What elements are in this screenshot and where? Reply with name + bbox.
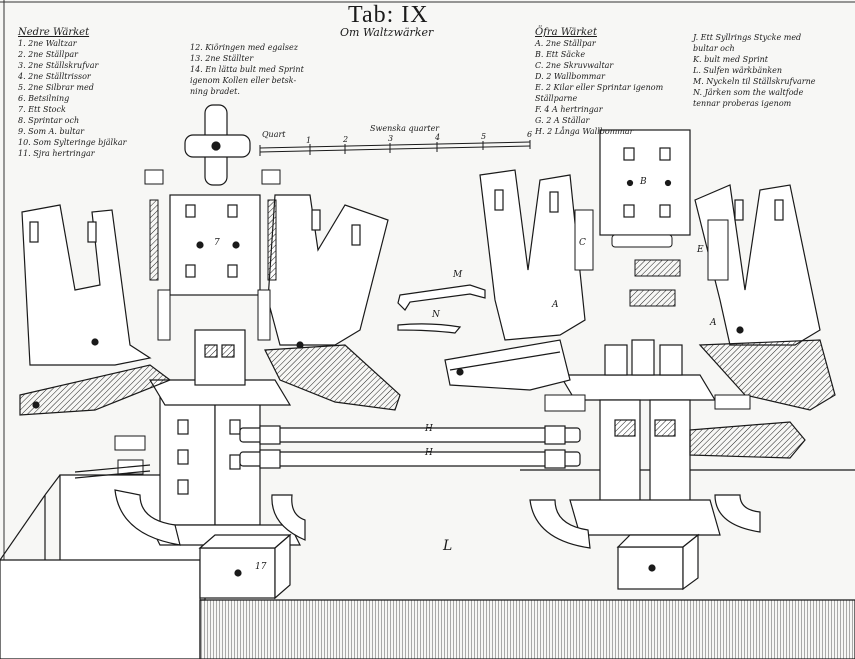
chock-plate-7 [169, 194, 261, 296]
right-frame-piece-a-right [694, 184, 836, 411]
mark-a-right: A [710, 318, 717, 328]
scale-label-left: Quart [262, 130, 286, 139]
legend-item: ning bradet. [190, 87, 240, 96]
legend-item: 14. En lätta bult med Sprint [190, 65, 304, 74]
right-frame-piece-a-center [444, 169, 586, 391]
curved-guides [114, 489, 761, 549]
upper-works-housing [558, 339, 721, 536]
legend-item: D. 2 Wallbommar [535, 72, 605, 81]
work-bench [0, 469, 855, 659]
legend-item: 4. 2ne Ställtrissor [18, 72, 91, 81]
legend-item: 5. 2ne Silbrar med [18, 83, 94, 92]
legend-item: 8. Sprintar och [18, 116, 80, 125]
legend-item: H. 2 Långa Wallbommar [535, 127, 634, 136]
scale-tick: 1 [306, 136, 312, 145]
plate-subtitle: Om Waltzwärker [340, 26, 434, 39]
mark-h-lower: H [425, 448, 433, 458]
scale-tick: 6 [527, 130, 533, 139]
lower-works-housing [148, 329, 301, 546]
legend-item: 3. 2ne Ställskrufvar [18, 61, 99, 70]
legend-heading: Nedre Wärket [18, 27, 90, 38]
legend-item: 2. 2ne Ställpar [18, 50, 78, 59]
mark-n: N [432, 310, 440, 320]
mark-l: L [443, 538, 453, 554]
legend-item: K. bult med Sprint [693, 55, 768, 64]
tool-n [397, 323, 462, 334]
key-m [397, 284, 486, 311]
block-j [616, 533, 700, 591]
legend-item: 11. Sjra hertringar [18, 149, 95, 158]
scale-label-unit: Swenska quarter [370, 124, 440, 133]
scale-tick: 4 [435, 133, 441, 142]
left-frame-piece-1 [19, 204, 172, 416]
legend-item: 13. 2ne Ställter [190, 54, 254, 63]
legend-item: igenom Kollen eller betsk- [190, 76, 297, 85]
legend-item: F. 4 A hertringar [535, 105, 603, 114]
legend-item: A. 2ne Ställpar [535, 39, 596, 48]
legend-middle: 12. Kiöringen med egalsez 13. 2ne Ställt… [190, 42, 304, 97]
legend-item: 1. 2ne Waltzar [18, 39, 77, 48]
mark-c: C [579, 238, 586, 248]
mark-e: E [697, 245, 704, 255]
legend-heading: Öfra Wärket [535, 27, 597, 38]
block-17 [198, 533, 292, 600]
legend-item: B. Ett Säcke [535, 50, 586, 59]
mark-17: 17 [255, 562, 267, 572]
legend-upper-works: Öfra Wärket A. 2ne Ställpar B. Ett Säcke… [535, 27, 663, 137]
small-parts [114, 169, 751, 475]
left-frame-piece-2 [264, 194, 401, 411]
mark-h-upper: H [425, 424, 433, 434]
plate-title: Tab: IX [348, 2, 429, 28]
legend-item: E. 2 Kilar eller Sprintar igenom [535, 83, 664, 92]
scale-bar [259, 140, 531, 156]
legend-lower-works: Nedre Wärket 1. 2ne Waltzar 2. 2ne Ställ… [18, 27, 127, 159]
legend-item: M. Nyckeln til Ställskrufvarne [693, 77, 816, 86]
legend-item: 6. Betsilning [18, 94, 70, 103]
legend-item: C. 2ne Skruvwaltar [535, 61, 614, 70]
legend-item: Ställparne [535, 94, 578, 103]
legend-item: bultar och [693, 44, 735, 53]
cross-key-piece [184, 104, 251, 186]
legend-far-right: J. Ett Syllrings Stycke med bultar och K… [693, 32, 815, 109]
legend-item: 10. Som Sylteringe bjälkar [18, 138, 127, 147]
mark-m: M [453, 270, 463, 280]
mark-7: 7 [214, 238, 220, 248]
legend-item: N. Järken som the waltfode [693, 88, 804, 97]
mark-b: B [640, 177, 647, 187]
scale-tick: 3 [388, 134, 394, 143]
legend-item: J. Ett Syllrings Stycke med [693, 33, 802, 42]
legend-item: L. Sulfen wärkbänken [693, 66, 783, 75]
scale-tick: 2 [343, 135, 349, 144]
legend-item: tennar proberas igenom [693, 99, 792, 108]
lever-9 [74, 464, 151, 479]
legend-item: 12. Kiöringen med egalsez [190, 43, 298, 52]
legend-item: 7. Ett Stock [18, 105, 66, 114]
legend-item: 9. Som A. bultar [18, 127, 85, 136]
scale-tick: 5 [481, 132, 487, 141]
long-roll-shafts [239, 421, 806, 469]
mark-a-center: A [552, 300, 559, 310]
legend-item: G. 2 A Ställar [535, 116, 590, 125]
